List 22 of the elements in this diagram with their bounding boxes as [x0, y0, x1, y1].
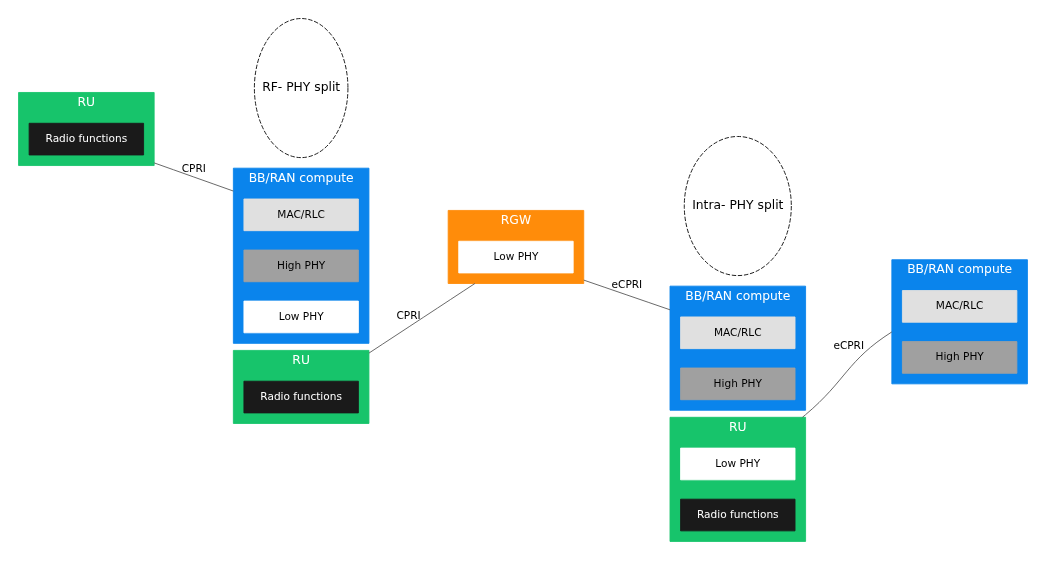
node-box: Radio functions	[28, 122, 144, 155]
connector	[801, 331, 893, 418]
node-box: Radio functions	[680, 498, 796, 531]
node-ellipse: Intra- PHY split	[683, 135, 792, 276]
node-box: MAC/RLC	[680, 316, 796, 349]
node-box: Low PHY	[680, 447, 796, 480]
connector	[368, 282, 476, 354]
edge-label: eCPRI	[833, 338, 865, 351]
node-box: MAC/RLC	[243, 198, 359, 231]
node-box: Low PHY	[243, 300, 359, 333]
node-ellipse: RF- PHY split	[253, 17, 349, 158]
connector	[153, 161, 234, 191]
edge-label: CPRI	[181, 161, 206, 174]
edge-label: eCPRI	[611, 277, 643, 290]
node-box: Low PHY	[458, 240, 574, 273]
edge-label: CPRI	[396, 308, 421, 321]
connector	[583, 279, 671, 310]
node-box: MAC/RLC	[901, 289, 1018, 323]
node-box: High PHY	[901, 340, 1018, 374]
node-box: High PHY	[680, 367, 796, 400]
node-box: Radio functions	[243, 380, 359, 413]
node-box: High PHY	[243, 249, 359, 282]
